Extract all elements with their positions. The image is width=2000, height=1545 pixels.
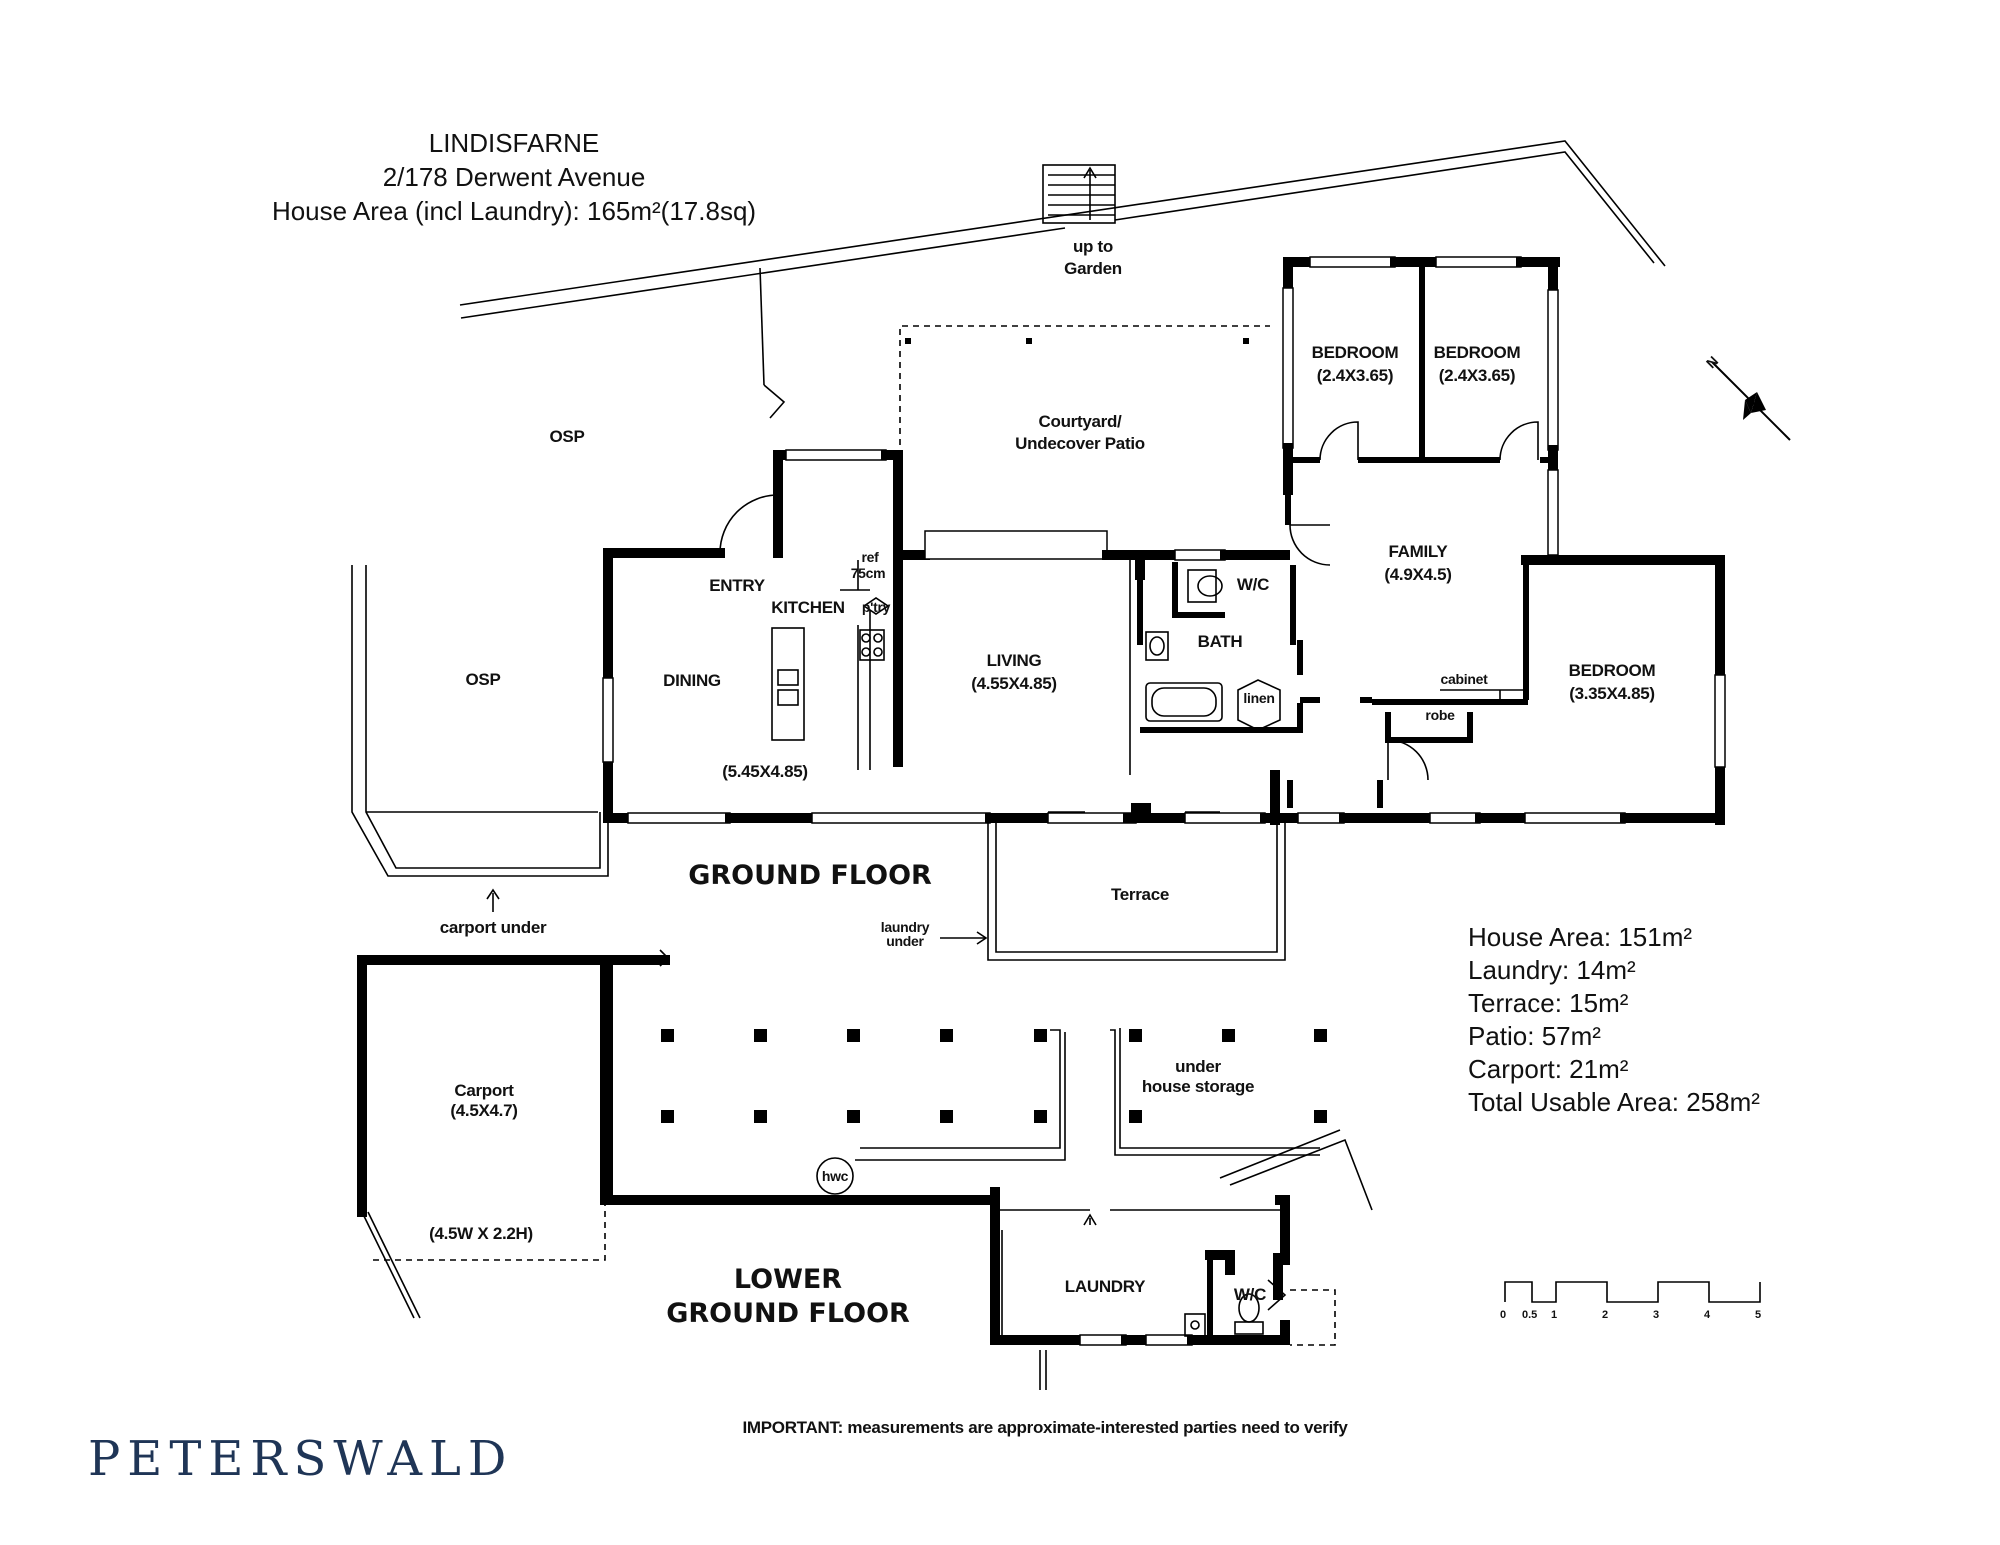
carport-walls [357, 949, 670, 1319]
area-carport: Carport: 21m² [1468, 1054, 1629, 1084]
terrace-outline [987, 823, 1286, 961]
linen-label: linen [1243, 690, 1274, 706]
kitchen-label: KITCHEN [771, 598, 844, 617]
courtyard-label: Courtyard/ [1039, 412, 1123, 431]
under-house-walls [603, 955, 1373, 1211]
up-to-label: up to [1073, 237, 1113, 256]
header-house-area: House Area (incl Laundry): 165m²(17.8sq) [272, 196, 756, 226]
osp-left-label: OSP [465, 670, 500, 689]
hwc-label: hwc [822, 1168, 849, 1184]
header-address: 2/178 Derwent Avenue [383, 162, 646, 192]
family-size: (4.9X4.5) [1384, 565, 1451, 584]
scale-label-2: 2 [1602, 1309, 1608, 1321]
bath-label: BATH [1198, 632, 1243, 651]
left-deck [351, 565, 609, 877]
lower-floor-title: LOWER [734, 1264, 842, 1295]
bedroom1-size: (2.4X3.65) [1317, 366, 1393, 385]
support-posts [661, 1029, 1327, 1123]
bedroom2-name: BEDROOM [1434, 343, 1521, 362]
laundry-label: LAUNDRY [1065, 1277, 1146, 1296]
area-terrace: Terrace: 15m² [1468, 988, 1629, 1018]
scale-bar [1504, 1281, 1761, 1303]
scale-label-0: 0 [1500, 1309, 1506, 1321]
bedroom2-size: (2.4X3.65) [1439, 366, 1515, 385]
brand-logo: PETERSWALD [88, 1431, 513, 1487]
area-total: Total Usable Area: 258m² [1468, 1087, 1760, 1117]
north-arrow-icon: N [1703, 353, 1791, 441]
living-name: LIVING [987, 651, 1042, 670]
ref-width-label: 75cm [851, 565, 886, 581]
measurement-disclaimer: IMPORTANT: measurements are approximate-… [742, 1418, 1348, 1437]
laundry-walls [990, 1187, 1336, 1390]
storage-label: house storage [1142, 1077, 1254, 1096]
dining-size: (5.45X4.85) [722, 762, 808, 781]
garden-stairs [1042, 164, 1116, 224]
terrace-label: Terrace [1111, 885, 1169, 904]
carport-under-label: carport under [440, 918, 547, 937]
area-laundry: Laundry: 14m² [1468, 955, 1636, 985]
bedroom1-name: BEDROOM [1312, 343, 1399, 362]
living-size: (4.55X4.85) [971, 674, 1057, 693]
garden-label: Garden [1064, 259, 1122, 278]
laundry-under-label-2: under [886, 933, 924, 949]
ground-floor-walls [602, 256, 1726, 825]
carport-opening: (4.5W X 2.2H) [429, 1224, 533, 1243]
dining-label: DINING [663, 671, 721, 690]
ground-floor-title: GROUND FLOOR [688, 860, 932, 891]
patio-label: Undecover Patio [1015, 434, 1145, 453]
carport-under-arrow [486, 888, 500, 912]
cabinet-label: cabinet [1441, 671, 1489, 687]
robe-label: robe [1425, 707, 1455, 723]
carport-name: Carport [454, 1081, 514, 1100]
area-patio: Patio: 57m² [1468, 1021, 1601, 1051]
under-label: under [1175, 1057, 1221, 1076]
pantry-label: p'try [862, 599, 891, 615]
scale-label-3: 3 [1653, 1309, 1659, 1321]
bedroom3-size: (3.35X4.85) [1569, 684, 1655, 703]
courtyard-outline [899, 325, 1270, 445]
bedroom3-name: BEDROOM [1569, 661, 1656, 680]
osp-top-label: OSP [549, 427, 584, 446]
ref-label: ref [862, 549, 880, 565]
area-house: House Area: 151m² [1468, 922, 1692, 952]
laundry-under-label: laundry [881, 919, 930, 935]
entry-label: ENTRY [709, 576, 765, 595]
scale-label-05: 0.5 [1522, 1309, 1537, 1321]
family-name: FAMILY [1389, 542, 1449, 561]
wc-label: W/C [1237, 575, 1269, 594]
scale-label-4: 4 [1704, 1309, 1711, 1321]
lower-floor-title-2: GROUND FLOOR [666, 1298, 910, 1329]
scale-label-5: 5 [1755, 1309, 1761, 1321]
scale-label-1: 1 [1551, 1309, 1557, 1321]
site-boundary [459, 140, 1666, 419]
laundry-under-arrow [940, 931, 988, 945]
lower-wc-label: W/C [1234, 1285, 1266, 1304]
carport-size: (4.5X4.7) [450, 1101, 517, 1120]
header-suburb: LINDISFARNE [429, 128, 600, 158]
